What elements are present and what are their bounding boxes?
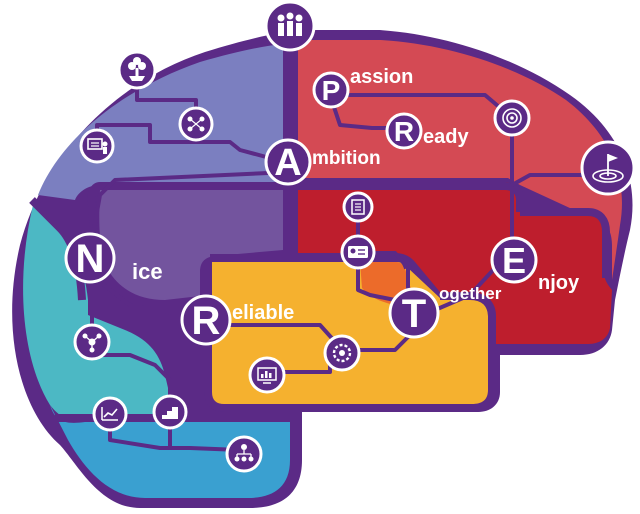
- value-labels: P assion R eady A mbition N ice R eliabl…: [64, 66, 580, 346]
- icon-nodes: [73, 0, 636, 473]
- growth-chart-icon: [92, 396, 128, 432]
- value-word: assion: [350, 66, 413, 88]
- value-letter: T: [402, 292, 426, 336]
- value-word: ogether: [439, 284, 502, 303]
- value-ready: R eady: [385, 112, 469, 150]
- presentation-icon: [79, 128, 115, 164]
- value-enjoy: E njoy: [490, 236, 580, 294]
- lobe-coral: [298, 40, 622, 280]
- target-flag-icon: [580, 140, 636, 196]
- value-word: njoy: [538, 272, 580, 294]
- monitor-chart-icon: [248, 356, 286, 394]
- checklist-icon: [342, 191, 374, 223]
- lobe-red: [298, 182, 612, 344]
- lobe-teal: [23, 205, 175, 421]
- network-share-icon: [73, 323, 111, 361]
- value-word: eliable: [232, 302, 294, 324]
- value-letter: R: [394, 116, 414, 147]
- value-passion: P assion: [312, 66, 413, 109]
- value-letter: A: [274, 142, 301, 184]
- lobe-purple: [99, 190, 283, 300]
- growth-steps-icon: [152, 394, 188, 430]
- value-ambition: A mbition: [264, 138, 381, 186]
- gear-cycle-icon: [323, 334, 361, 372]
- team-icon: [264, 0, 316, 52]
- strategy-network-icon: [178, 106, 214, 142]
- hierarchy-icon: [225, 435, 263, 473]
- value-letter: E: [502, 240, 526, 281]
- value-letter: N: [76, 237, 105, 281]
- value-nice: N ice: [64, 232, 163, 284]
- money-tree-icon: [117, 50, 157, 90]
- value-together: T ogether: [388, 284, 502, 339]
- value-word: ice: [132, 259, 163, 284]
- value-word: mbition: [312, 148, 381, 169]
- value-letter: R: [192, 299, 221, 343]
- value-reliable: R eliable: [180, 294, 294, 346]
- id-card-icon: [340, 234, 376, 270]
- target-coins-icon: [493, 99, 531, 137]
- value-word: eady: [423, 126, 469, 148]
- value-letter: P: [322, 75, 341, 106]
